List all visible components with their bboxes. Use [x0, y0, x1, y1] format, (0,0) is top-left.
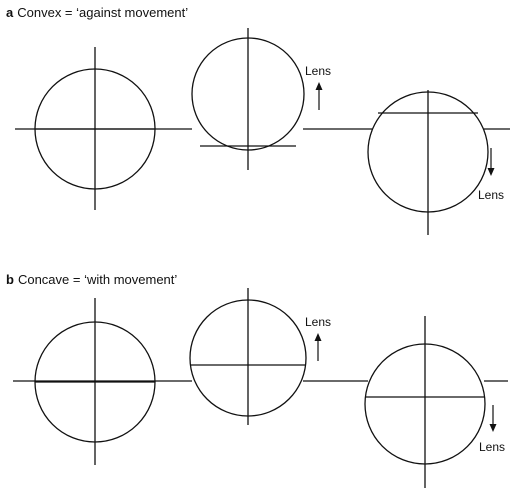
panel-b-lens-down-label: Lens — [479, 440, 506, 454]
panel-a-lens-up-label: Lens — [305, 64, 332, 78]
panel-a-lens-down-label: Lens — [478, 188, 505, 202]
panel-b-lens-up-label: Lens — [305, 315, 332, 329]
arrow-down-icon — [489, 405, 497, 432]
panel-b-letter: b — [6, 272, 14, 287]
panel-a-title-text: Convex = ‘against movement’ — [17, 5, 189, 20]
panel-b-circle-3 — [364, 316, 486, 488]
arrow-down-icon — [487, 148, 495, 176]
arrow-up-icon — [314, 333, 322, 361]
panel-a-circle-2 — [191, 28, 305, 170]
panel-a-circle-1 — [34, 47, 156, 210]
panel-a-letter: a — [6, 5, 14, 20]
panel-a-circle-3 — [367, 90, 489, 235]
arrow-up-icon — [315, 82, 323, 110]
panel-b-circle-1 — [34, 298, 156, 465]
panel-b-title-text: Concave = ‘with movement’ — [17, 272, 178, 287]
panel-b-circle-2 — [189, 288, 307, 425]
